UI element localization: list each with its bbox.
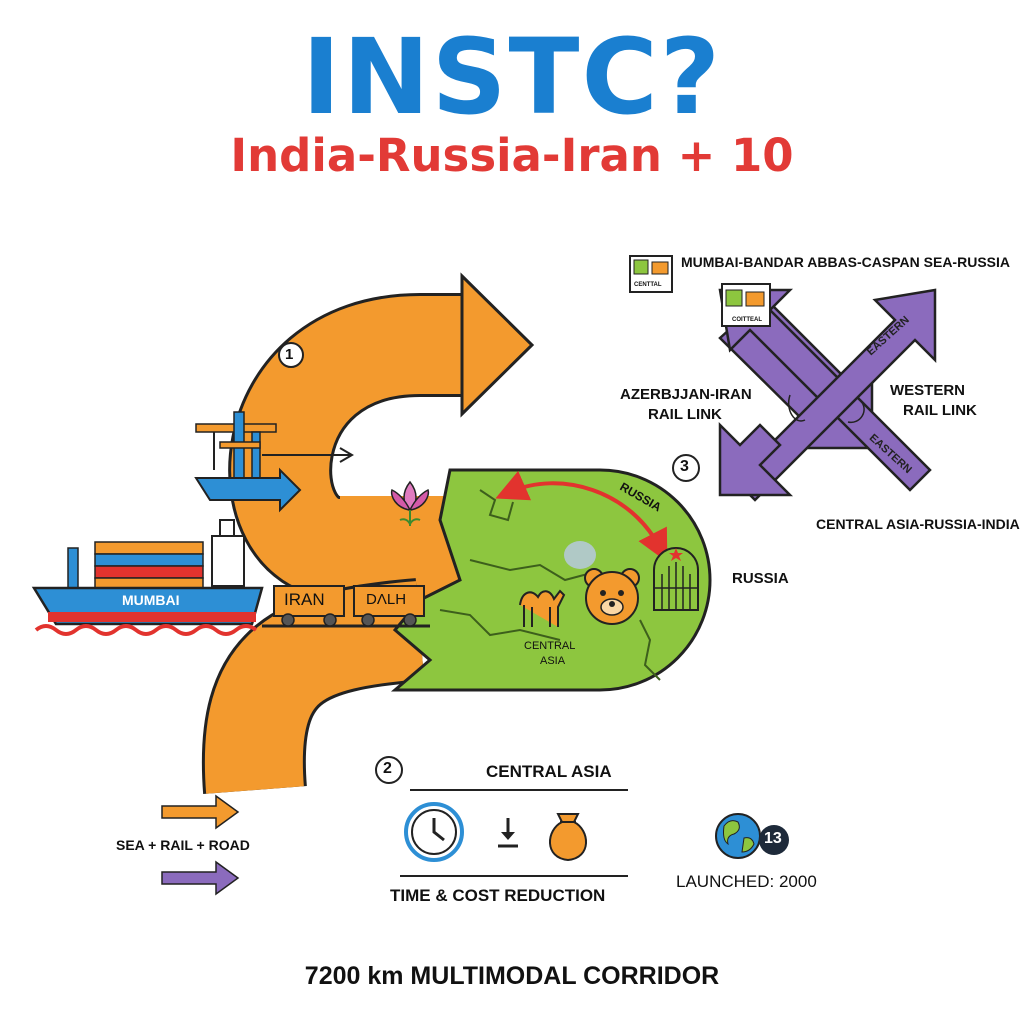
down-arrow-icon xyxy=(498,818,518,848)
footer-caption: 7200 km MULTIMODAL CORRIDOR xyxy=(304,962,720,990)
step-1-badge xyxy=(278,342,304,368)
money-bag-icon xyxy=(549,813,587,862)
port-crane-icon xyxy=(194,411,354,513)
step-3-badge xyxy=(672,454,700,482)
map-icon-text-2: COITTEAL xyxy=(732,317,762,323)
azerbaijan-label-line1: AZERBJJAN-IRAN xyxy=(620,386,752,403)
launched-label: LAUNCHED: 2000 xyxy=(676,872,817,891)
container-ship xyxy=(31,519,264,636)
ship-label: MUMBAI xyxy=(122,592,180,608)
step-2-badge xyxy=(375,756,403,784)
wagon-2-label: DΛLH xyxy=(366,591,407,608)
orange-arrow-head xyxy=(460,272,535,418)
wagon-1-label: IRAN xyxy=(284,590,325,609)
central-asia-map-line2: ASIA xyxy=(540,655,566,667)
member-count-badge xyxy=(759,825,789,855)
step-2-heading: CENTRAL ASIA xyxy=(486,762,612,781)
page-title: INSTC? xyxy=(301,16,723,138)
globe-icon xyxy=(715,813,761,859)
lotus-icon xyxy=(390,480,430,526)
member-count: 13 xyxy=(764,830,782,847)
russia-arc-arrow xyxy=(495,470,668,563)
western-label-line1: WESTERN xyxy=(890,382,965,399)
legend-orange-arrow xyxy=(161,794,240,830)
central-asia-route-label: CENTRAL ASIA-RUSSIA-INDIA xyxy=(816,516,1020,532)
purple-cross-arrows xyxy=(718,288,937,502)
north-south-route-label: MUMBAI-BANDAR ABBAS-CASPAN SEA-RUSSIA xyxy=(681,254,1010,270)
russia-side-label: RUSSIA xyxy=(732,570,789,587)
map-icon-cross xyxy=(721,283,771,327)
western-label-line2: RAIL LINK xyxy=(903,402,977,419)
benefit-label: TIME & COST REDUCTION xyxy=(390,886,606,905)
camel-icon xyxy=(519,589,566,627)
step-2-number: 2 xyxy=(383,760,392,777)
page-subtitle: India-Russia-Iran + 10 xyxy=(230,129,794,182)
bear-icon xyxy=(584,568,640,625)
azerbaijan-label-line2: RAIL LINK xyxy=(648,406,722,423)
train-wagons xyxy=(262,585,430,628)
step-3-number: 3 xyxy=(680,458,689,475)
orange-route-lower xyxy=(201,578,425,794)
map-icon-legend xyxy=(629,255,673,293)
legend-purple-arrow xyxy=(161,860,240,896)
kremlin-gate-icon xyxy=(653,547,699,611)
step-1-number: 1 xyxy=(285,346,294,363)
map-icon-text: CENTTAL xyxy=(634,282,662,288)
clock-icon xyxy=(404,802,464,862)
orange-route-upper xyxy=(228,272,535,600)
central-asia-map-line1: CENTRAL xyxy=(524,640,576,652)
transport-modes-label: SEA + RAIL + ROAD xyxy=(116,837,250,853)
